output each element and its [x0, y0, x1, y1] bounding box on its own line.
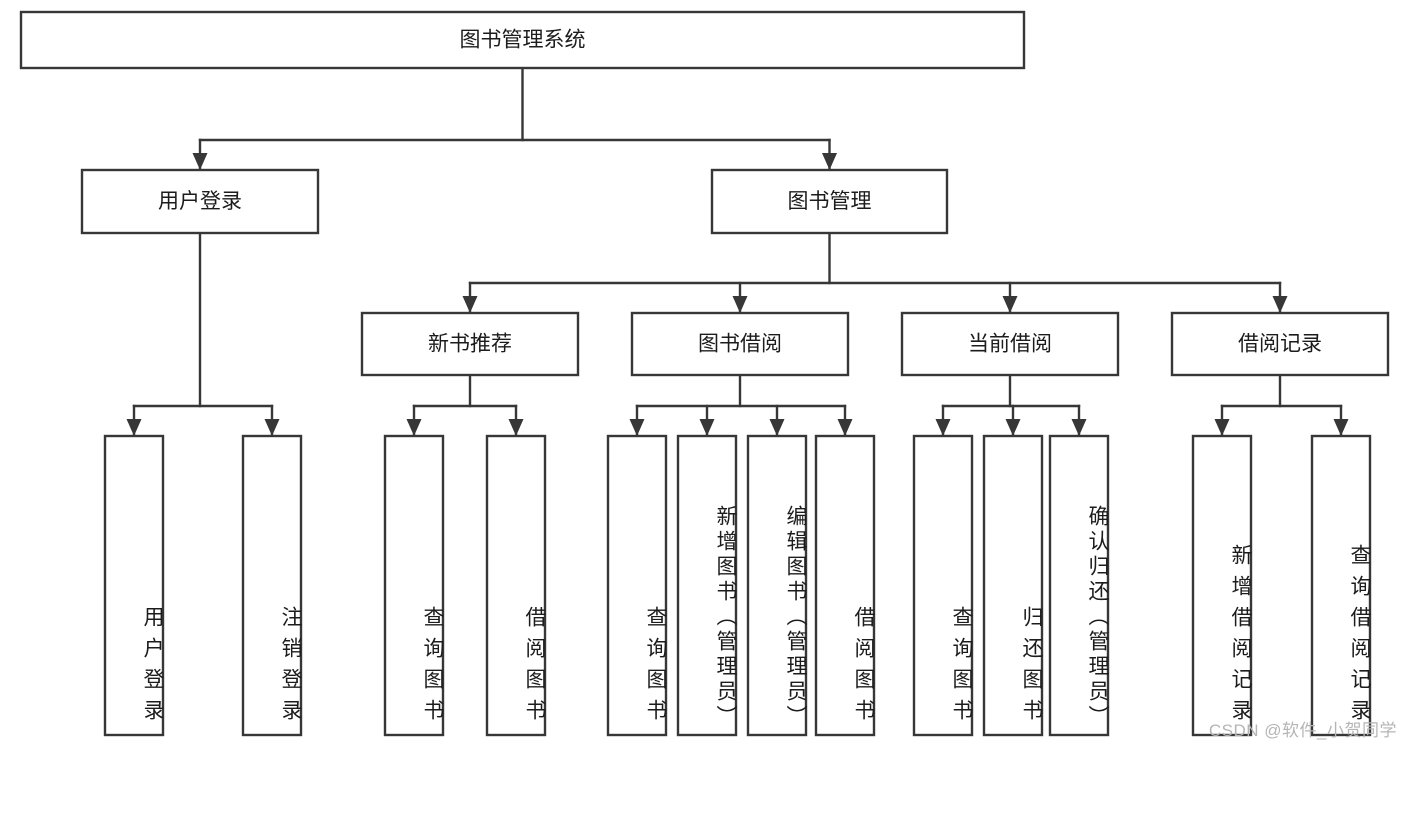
node-label-root: 图书管理系统 — [460, 29, 586, 52]
arrow-head — [406, 419, 422, 436]
node-box-leaf-add-record — [1191, 434, 1253, 737]
node-box-leaf-add-book — [676, 434, 738, 737]
node-box-leaf-borrow-book — [814, 434, 876, 737]
arrow-head — [1071, 419, 1087, 436]
node-label-current-borrow: 当前借阅 — [968, 333, 1052, 356]
node-box-user-login — [80, 168, 320, 235]
arrow-head — [1333, 419, 1349, 436]
node-box-book-manage — [710, 168, 949, 235]
node-box-leaf-edit-book — [746, 434, 808, 737]
node-box-leaf-query-book — [606, 434, 668, 737]
node-box-root — [19, 10, 1026, 70]
arrow-head — [732, 296, 748, 313]
node-box-book-borrow — [630, 311, 850, 377]
arrow-head — [699, 419, 715, 436]
arrow-head — [462, 296, 478, 313]
diagram-canvas: 图书管理系统用户登录图书管理新书推荐图书借阅当前借阅借阅记录 用户登录注销登录查… — [19, 10, 1397, 740]
arrow-head — [264, 419, 280, 436]
node-box-current-borrow — [900, 311, 1120, 377]
arrow-head — [837, 419, 853, 436]
node-box-leaf-logout — [241, 434, 303, 737]
arrow-head — [1002, 296, 1018, 313]
node-box-leaf-query-record — [1310, 434, 1372, 737]
node-box-leaf-query-book2 — [912, 434, 974, 737]
node-box-leaf-confirm-return — [1048, 434, 1110, 737]
arrow-head — [1272, 296, 1288, 313]
arrow-head — [769, 419, 785, 436]
node-box-leaf-return-book — [982, 434, 1044, 737]
node-box-layer — [19, 10, 1390, 737]
csdn-watermark: CSDN @软件_小贺同学 — [1208, 721, 1397, 740]
arrow-head — [192, 153, 208, 170]
arrow-head — [1005, 419, 1021, 436]
connector-layer — [126, 66, 1349, 438]
arrow-head — [1214, 419, 1230, 436]
node-label-new-book-rec: 新书推荐 — [428, 333, 512, 356]
node-label-book-borrow: 图书借阅 — [698, 333, 782, 356]
node-label-book-manage: 图书管理 — [788, 190, 872, 213]
node-label-user-login: 用户登录 — [158, 190, 242, 213]
arrow-head — [629, 419, 645, 436]
node-box-borrow-record — [1170, 311, 1390, 377]
arrow-head — [126, 419, 142, 436]
arrow-head — [822, 153, 837, 170]
node-label-borrow-record: 借阅记录 — [1238, 333, 1322, 356]
node-box-leaf-query-book-rec — [383, 434, 445, 737]
node-box-leaf-borrow-book-rec — [485, 434, 547, 737]
node-box-leaf-user-login — [103, 434, 165, 737]
arrow-head — [508, 419, 524, 436]
arrow-head — [935, 419, 951, 436]
node-box-new-book-rec — [360, 311, 580, 377]
